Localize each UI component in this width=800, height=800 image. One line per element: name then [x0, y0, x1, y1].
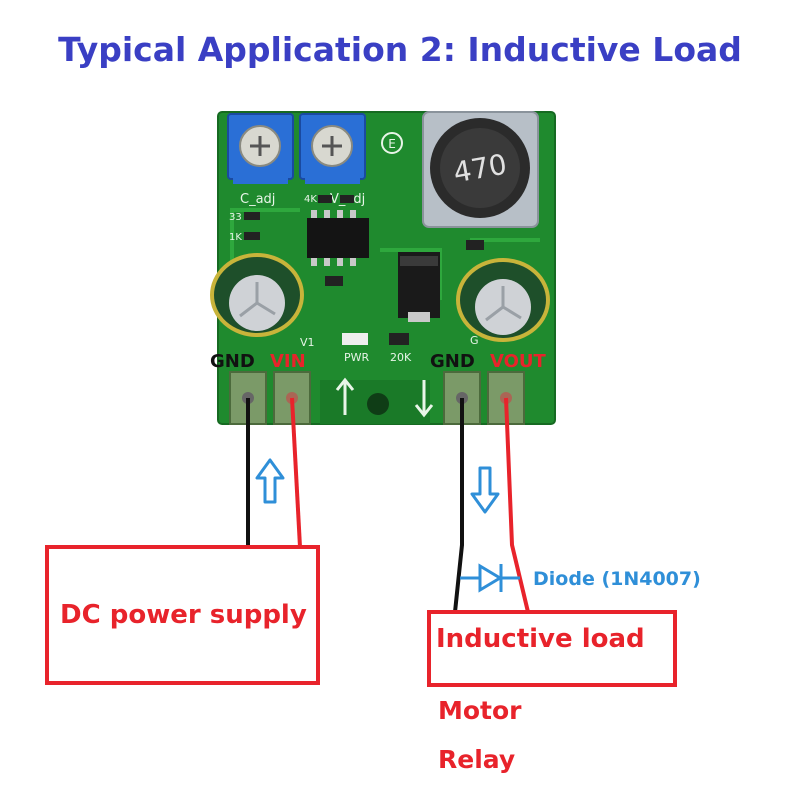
terminal-out-vout [487, 371, 525, 425]
label-g: G [470, 334, 479, 347]
inductive-load-box [427, 610, 677, 687]
mounting-hole [367, 393, 389, 415]
power-supply-label: DC power supply [60, 600, 307, 630]
label-in-vin: VIN [270, 351, 306, 372]
flow-arrow-up-icon [255, 458, 285, 504]
potentiometer-v-adj [299, 113, 366, 184]
label-r33: 33 [229, 212, 242, 223]
flow-arrow-down-icon [470, 466, 500, 514]
inductive-load-label: Inductive load [436, 624, 645, 654]
diode-label: Diode (1N4007) [533, 568, 701, 590]
label-r1k: 1K [229, 232, 242, 243]
label-out-vout: VOUT [490, 351, 546, 372]
inductor: 470 [422, 111, 539, 228]
flyback-diode-icon [460, 563, 520, 593]
board-arrow-down-icon [414, 380, 434, 418]
capacitor-output [456, 258, 550, 342]
label-c-adj: C_adj [240, 192, 275, 207]
wire-out-vout [504, 397, 530, 613]
board-arrow-up-icon [335, 377, 355, 415]
ic-chip [307, 210, 369, 266]
load-example-motor: Motor [438, 696, 522, 725]
label-in-gnd: GND [210, 351, 255, 372]
capacitor-input [210, 253, 304, 337]
label-out-gnd: GND [430, 351, 475, 372]
wire-in-vin [290, 397, 302, 548]
e-mark: E [388, 137, 396, 151]
wire-out-gnd [453, 398, 464, 613]
smd-diode [398, 252, 440, 322]
potentiometer-c-adj [227, 113, 294, 184]
power-supply-box [45, 545, 320, 685]
label-v1: V1 [300, 336, 315, 349]
label-pwr: PWR [344, 351, 370, 364]
label-r4k: 4K [304, 194, 317, 205]
label-r20k: 20K [390, 351, 412, 364]
load-example-relay: Relay [438, 745, 516, 774]
diagram-title: Typical Application 2: Inductive Load [58, 30, 742, 69]
